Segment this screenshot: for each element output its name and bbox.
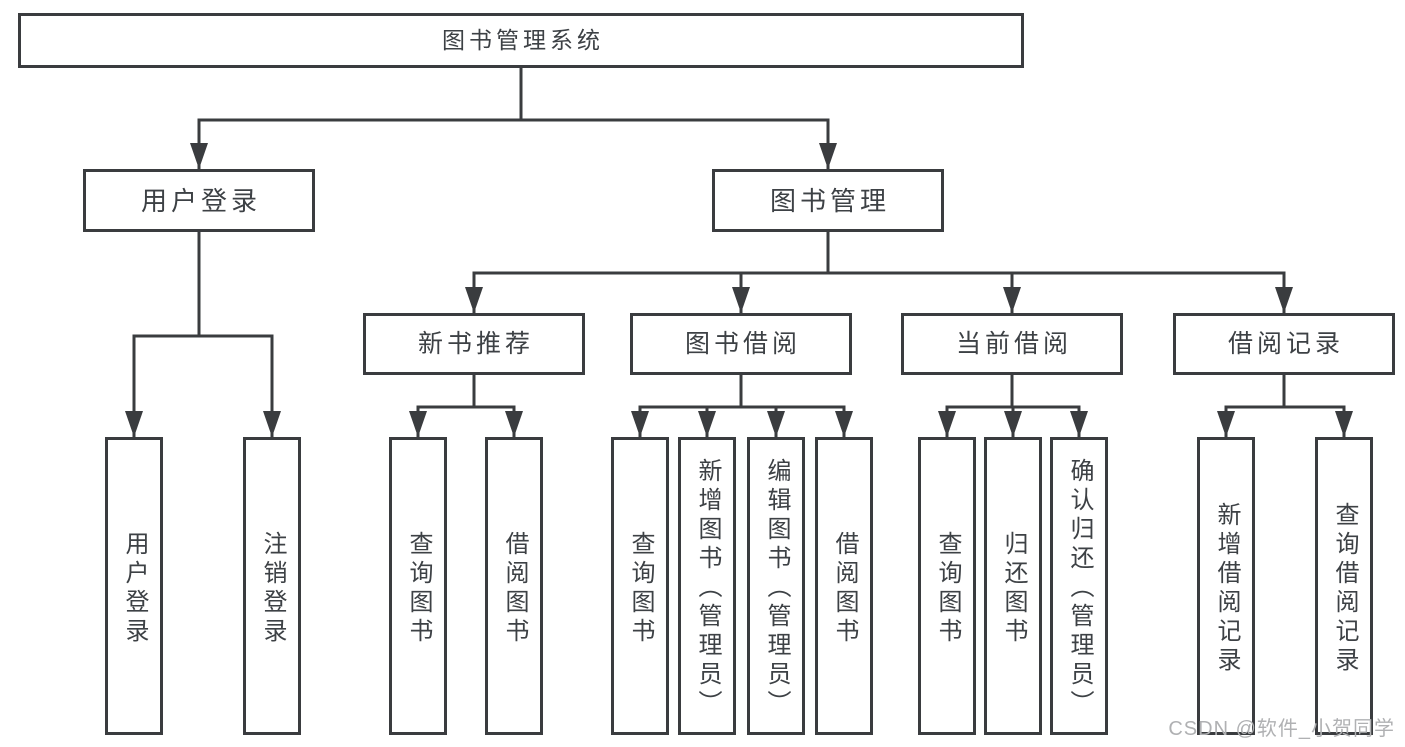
arrowhead-down-icon [767, 411, 785, 437]
arrowhead-down-icon [125, 411, 143, 437]
arrowhead-down-icon [1070, 411, 1088, 437]
node-borrow-records: 借阅记录 [1173, 313, 1395, 375]
node-new-book-rec: 新书推荐 [363, 313, 585, 375]
node-br-query-record: 查询借阅记录 [1315, 437, 1373, 735]
arrowhead-down-icon [732, 287, 750, 313]
node-cb-return-book: 归还图书 [984, 437, 1042, 735]
arrowhead-down-icon [190, 143, 208, 169]
node-bb-add-book: 新增图书（管理员） [678, 437, 736, 735]
node-bb-borrow-book: 借阅图书 [815, 437, 873, 735]
node-ul-logout: 注销登录 [243, 437, 301, 735]
node-cb-query-book: 查询图书 [918, 437, 976, 735]
arrowhead-down-icon [938, 411, 956, 437]
arrowhead-down-icon [631, 411, 649, 437]
node-book-mgmt: 图书管理 [712, 169, 944, 232]
node-book-borrow: 图书借阅 [630, 313, 852, 375]
arrowhead-down-icon [835, 411, 853, 437]
node-bb-edit-book: 编辑图书（管理员） [747, 437, 805, 735]
arrowhead-down-icon [1004, 411, 1022, 437]
arrowhead-down-icon [465, 287, 483, 313]
node-ul-user-login: 用户登录 [105, 437, 163, 735]
node-root: 图书管理系统 [18, 13, 1024, 68]
arrowhead-down-icon [1275, 287, 1293, 313]
arrowhead-down-icon [409, 411, 427, 437]
node-nbr-query-book: 查询图书 [389, 437, 447, 735]
node-cb-confirm-return: 确认归还（管理员） [1050, 437, 1108, 735]
arrowhead-down-icon [819, 143, 837, 169]
node-current-borrow: 当前借阅 [901, 313, 1123, 375]
node-user-login: 用户登录 [83, 169, 315, 232]
arrowhead-down-icon [1003, 287, 1021, 313]
arrowhead-down-icon [1335, 411, 1353, 437]
node-br-add-record: 新增借阅记录 [1197, 437, 1255, 735]
arrowhead-down-icon [698, 411, 716, 437]
arrowhead-down-icon [1217, 411, 1235, 437]
node-bb-query-book: 查询图书 [611, 437, 669, 735]
node-nbr-borrow-book: 借阅图书 [485, 437, 543, 735]
arrowhead-down-icon [263, 411, 281, 437]
arrowhead-down-icon [505, 411, 523, 437]
